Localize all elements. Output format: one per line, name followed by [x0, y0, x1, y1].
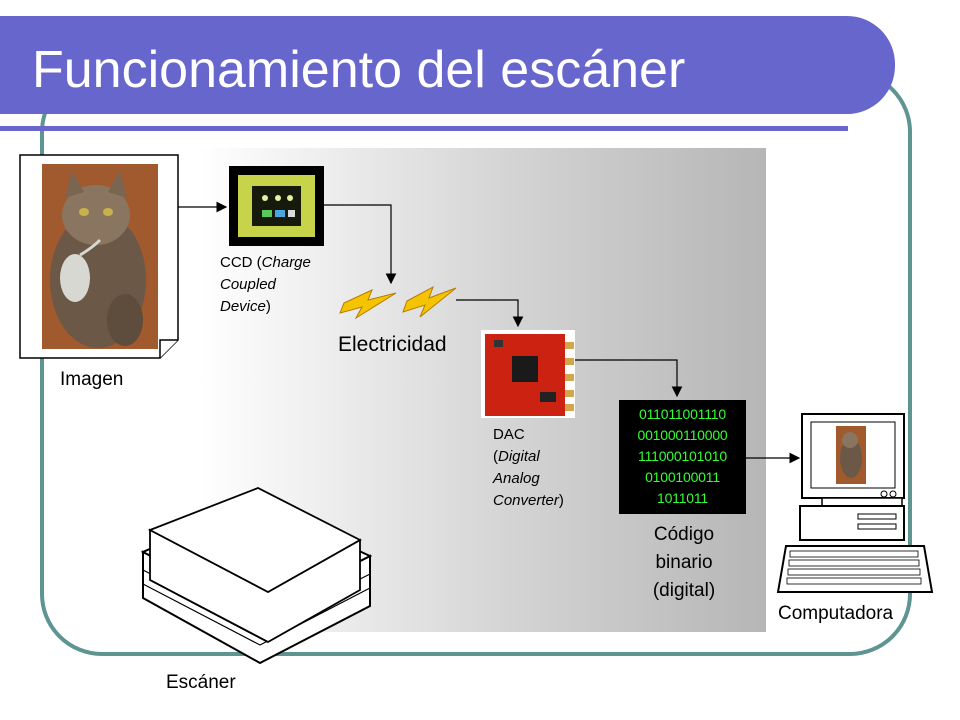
arrow-ccd-to-electricity — [324, 204, 397, 285]
title-bar — [0, 16, 895, 114]
binary-line: 011011001110 — [639, 406, 726, 422]
title-underline — [0, 126, 848, 131]
binary-line: 0100100011 — [645, 469, 720, 485]
binary-line: 1011011 — [656, 490, 709, 506]
binary-line: 111000101010 — [638, 448, 727, 464]
dac-label: DAC (Digital Analog Converter) — [493, 426, 564, 509]
computer-label: Computadora — [778, 603, 894, 624]
binary-line: 001000110000 — [637, 427, 728, 443]
ccd-chip — [229, 166, 324, 246]
image-label: Imagen — [60, 369, 124, 390]
cat-photo — [42, 164, 158, 349]
cat-document — [19, 154, 179, 359]
computer-icon — [776, 413, 934, 593]
dac-board — [481, 330, 575, 418]
binary-code-label: Código binario (digital) — [652, 524, 716, 601]
electricity-label: Electricidad — [338, 333, 447, 356]
flatbed-scanner-icon — [140, 487, 373, 665]
binary-code-box: 011011001110 001000110000 111000101010 0… — [619, 400, 746, 514]
arrow-dac-to-binary — [575, 359, 683, 398]
page-title: Funcionamiento del escáner — [32, 41, 686, 99]
lightning-bolt-icon — [339, 285, 457, 320]
ccd-label: CCD (Charge Coupled Device) — [220, 254, 311, 315]
arrow-electricity-to-dac — [456, 299, 524, 328]
scanner-label: Escáner — [166, 672, 236, 693]
